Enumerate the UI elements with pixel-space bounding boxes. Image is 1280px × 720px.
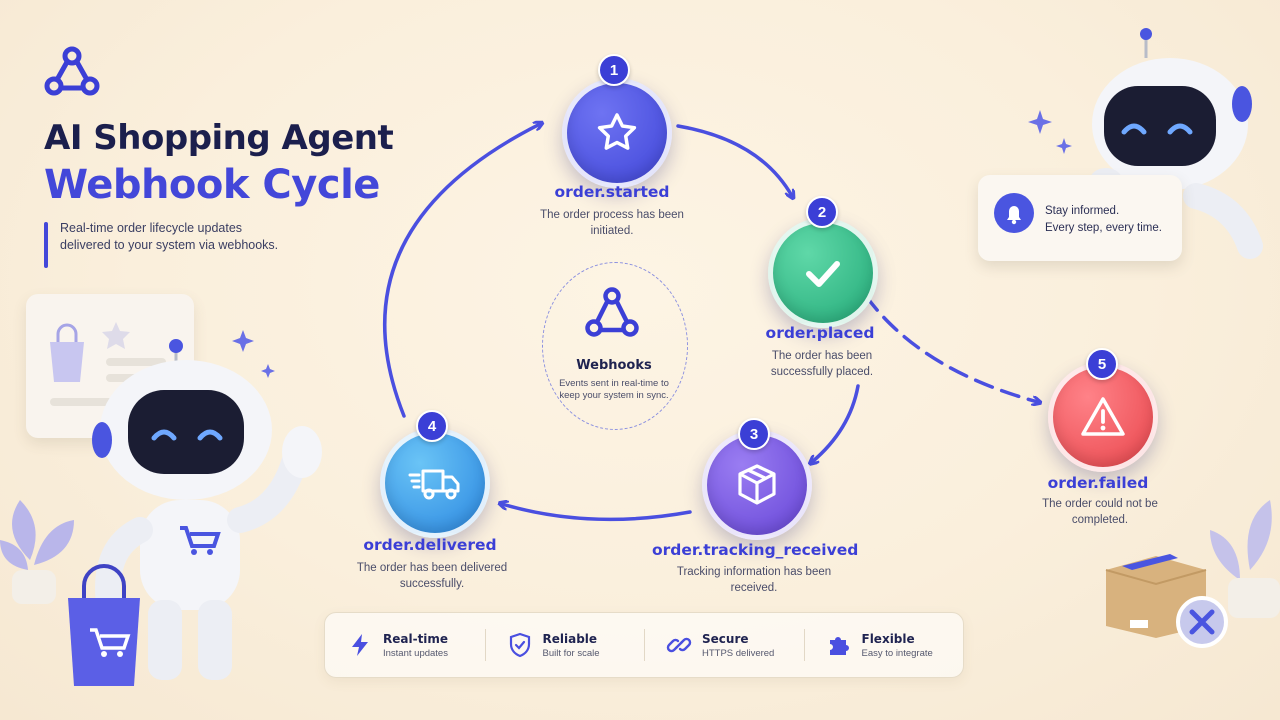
node-desc-order-tracking-received: Tracking information has been received. — [676, 566, 832, 594]
node-order-started — [562, 78, 672, 188]
step-badge-2: 2 — [806, 196, 838, 228]
feature-title: Flexible — [861, 631, 915, 646]
link-icon — [666, 637, 692, 653]
arrow-1-to-2 — [676, 124, 792, 196]
arrow-2-to-3 — [812, 384, 860, 462]
node-desc-order-placed: The order has been successfully placed. — [770, 350, 874, 378]
node-desc-order-delivered: The order has been delivered successfull… — [356, 562, 508, 590]
node-title-order-failed: order.failed — [1047, 474, 1149, 492]
feature-reliable: Reliable Built for scale — [484, 613, 645, 677]
robot-notifier-illustration — [1028, 28, 1263, 259]
feature-title: Reliable — [542, 631, 598, 646]
warning-icon — [1081, 397, 1125, 436]
notification-text: Stay informed. Every step, every time. — [1045, 203, 1162, 237]
feature-secure: Secure HTTPS delivered — [644, 613, 804, 677]
feature-title: Real-time — [383, 631, 449, 646]
page-subtitle: Real-time order lifecycle updates delive… — [60, 221, 279, 252]
page-title: AI Shopping Agent — [44, 118, 394, 158]
webhook-logo-icon — [44, 46, 100, 96]
webhooks-hub — [542, 262, 688, 430]
truck-icon — [408, 469, 460, 500]
feature-realtime: Real-time Instant updates — [325, 613, 485, 677]
lightning-icon — [352, 634, 368, 656]
node-title-order-tracking-received: order.tracking_received — [652, 541, 859, 559]
node-desc-order-started: The order process has been initiated. — [540, 209, 684, 237]
subtitle-accent-bar — [44, 222, 48, 268]
hub-title: Webhooks — [576, 358, 652, 373]
feature-title: Secure — [702, 631, 749, 646]
node-order-failed — [1048, 362, 1158, 472]
check-icon — [806, 261, 840, 287]
feature-subtitle: HTTPS delivered — [702, 647, 775, 659]
arrow-2-to-5 — [864, 294, 1038, 402]
notification-line1: Stay informed. — [1045, 205, 1120, 217]
node-order-placed — [768, 218, 878, 328]
step-badge-1: 1 — [598, 54, 630, 86]
bell-icon — [994, 193, 1034, 233]
package-icon — [738, 464, 776, 505]
star-icon — [597, 113, 637, 150]
feature-flexible: Flexible Easy to integrate — [803, 613, 964, 677]
shield-check-icon — [509, 632, 530, 658]
node-title-order-placed: order.placed — [765, 324, 875, 342]
node-desc-order-failed: The order could not be completed. — [1042, 498, 1158, 526]
feature-subtitle: Built for scale — [542, 647, 600, 659]
arrow-3-to-4 — [502, 504, 692, 522]
webhook-icon — [585, 287, 639, 337]
box-failed-illustration — [1105, 500, 1280, 648]
step-badge-4: 4 — [416, 410, 448, 442]
page-title-accent: Webhook Cycle — [44, 162, 380, 208]
feature-subtitle: Easy to integrate — [861, 647, 933, 659]
notification-line2: Every step, every time. — [1045, 222, 1162, 234]
node-title-order-started: order.started — [554, 183, 670, 201]
hub-description: Events sent in real-time to keep your sy… — [559, 378, 669, 401]
feature-subtitle: Instant updates — [383, 647, 448, 659]
feature-bar: Real-time Instant updates Reliable Built… — [324, 612, 964, 678]
node-order-delivered — [380, 428, 490, 538]
robot-shopper-illustration — [0, 330, 322, 686]
puzzle-icon — [829, 637, 849, 655]
arrow-4-to-1 — [383, 124, 540, 418]
step-badge-5: 5 — [1086, 348, 1118, 380]
step-badge-3: 3 — [738, 418, 770, 450]
node-title-order-delivered: order.delivered — [363, 536, 497, 554]
